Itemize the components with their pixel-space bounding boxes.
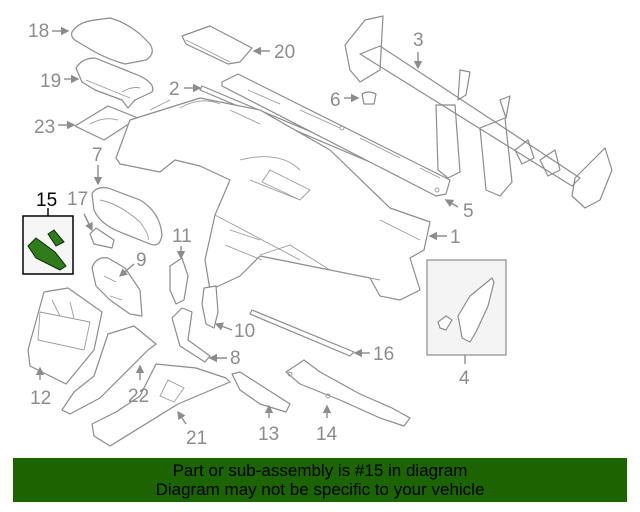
callout-21[interactable]: 21 bbox=[186, 428, 207, 449]
part-19-box[interactable] bbox=[75, 57, 154, 109]
callout-14[interactable]: 14 bbox=[316, 424, 338, 445]
callout-6[interactable]: 6 bbox=[330, 90, 341, 111]
callout-8[interactable]: 8 bbox=[230, 348, 241, 369]
callout-2[interactable]: 2 bbox=[169, 79, 180, 100]
callout-20[interactable]: 20 bbox=[274, 42, 295, 63]
parts-diagram: 18 19 23 20 2 3 6 5 1 7 17 15 9 11 10 8 … bbox=[22, 15, 613, 449]
banner-line-disclaimer: Diagram may not be specific to your vehi… bbox=[155, 480, 485, 499]
callout-3[interactable]: 3 bbox=[413, 30, 424, 51]
part-21-console[interactable] bbox=[91, 363, 231, 447]
part-5-panel[interactable] bbox=[221, 73, 451, 197]
callout-1[interactable]: 1 bbox=[450, 227, 461, 248]
part-7-cluster-trim[interactable] bbox=[91, 187, 163, 246]
callout-15-highlighted[interactable]: 15 bbox=[36, 190, 57, 211]
part-3-reinforcement[interactable] bbox=[344, 15, 613, 209]
part-20-cover[interactable] bbox=[181, 25, 253, 65]
part-4-inset[interactable] bbox=[426, 259, 507, 364]
part-11-bracket[interactable] bbox=[169, 257, 189, 305]
callout-19[interactable]: 19 bbox=[40, 71, 61, 92]
part-8-trim[interactable] bbox=[171, 307, 211, 363]
part-16-seal[interactable] bbox=[249, 309, 355, 357]
part-10-bracket[interactable] bbox=[201, 285, 219, 329]
part-12-center-panel[interactable] bbox=[27, 287, 103, 385]
banner-line-part-number: Part or sub-assembly is #15 in diagram bbox=[172, 461, 468, 480]
callout-10[interactable]: 10 bbox=[234, 321, 255, 342]
callout-9[interactable]: 9 bbox=[136, 250, 147, 271]
part-22-console-side[interactable] bbox=[61, 325, 157, 415]
callout-18[interactable]: 18 bbox=[28, 21, 49, 42]
callout-4[interactable]: 4 bbox=[459, 368, 470, 389]
callout-17[interactable]: 17 bbox=[67, 189, 88, 210]
part-15-inset[interactable] bbox=[22, 215, 74, 275]
callout-13[interactable]: 13 bbox=[258, 424, 279, 445]
part-1-instrument-panel[interactable] bbox=[115, 97, 431, 301]
callout-5[interactable]: 5 bbox=[463, 201, 474, 222]
callout-11[interactable]: 11 bbox=[172, 226, 192, 247]
part-9-trim[interactable] bbox=[91, 257, 143, 317]
part-13-bracket[interactable] bbox=[231, 371, 291, 413]
callout-22[interactable]: 22 bbox=[128, 386, 149, 407]
part-14-bracket[interactable] bbox=[285, 359, 411, 427]
callout-12[interactable]: 12 bbox=[30, 388, 51, 409]
info-banner: Part or sub-assembly is #15 in diagram D… bbox=[13, 458, 627, 502]
callout-23[interactable]: 23 bbox=[34, 117, 55, 138]
callout-16[interactable]: 16 bbox=[373, 344, 394, 365]
part-17-panel[interactable] bbox=[89, 227, 115, 249]
callout-7[interactable]: 7 bbox=[92, 145, 103, 166]
part-18-lid[interactable] bbox=[71, 17, 153, 65]
part-6-clip[interactable] bbox=[361, 91, 377, 105]
